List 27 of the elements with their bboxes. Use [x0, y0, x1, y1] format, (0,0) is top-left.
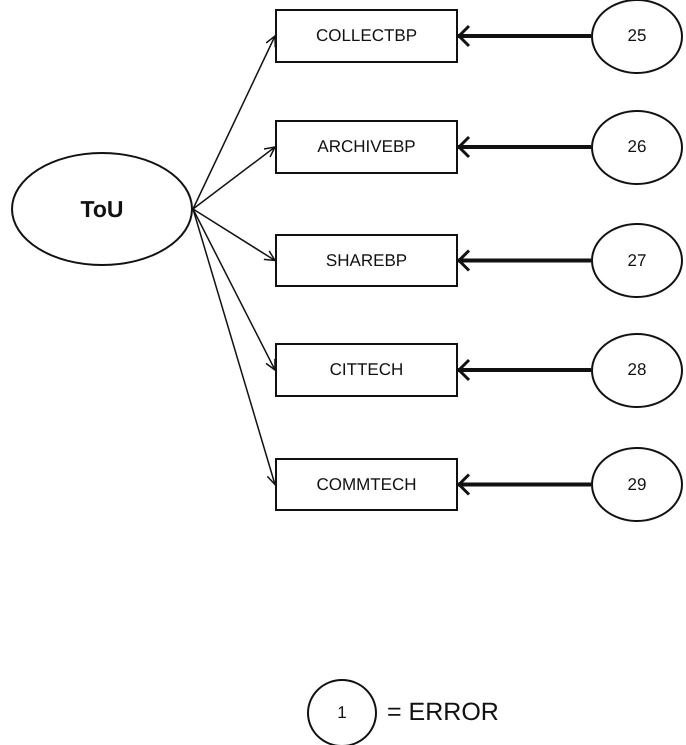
- arrow: [192, 35, 276, 210]
- process-box: [275, 234, 458, 287]
- process-box: [275, 458, 458, 511]
- arrow: [458, 249, 591, 272]
- node-label: COMMTECH: [316, 474, 417, 494]
- process-box: [275, 120, 458, 174]
- arrow: [458, 24, 591, 48]
- node-label: 25: [628, 26, 646, 46]
- node-label: COLLECTBP: [316, 26, 418, 46]
- node-label: SHAREBP: [326, 250, 408, 270]
- node-label: 28: [628, 360, 646, 380]
- key-text: = ERROR: [387, 698, 499, 727]
- arrow: [458, 136, 591, 158]
- node-label: 1: [337, 703, 347, 723]
- node-label: 29: [628, 474, 646, 494]
- node-label: ToU: [80, 196, 124, 222]
- process-box: [275, 343, 458, 397]
- node-label: ARCHIVEBP: [317, 137, 416, 157]
- node-label: CITTECH: [330, 360, 404, 380]
- process-box: [275, 9, 458, 63]
- arrow: [458, 358, 591, 382]
- arrow: [192, 208, 276, 262]
- arrow: [192, 146, 276, 210]
- node-label: 26: [628, 137, 646, 157]
- arrow: [192, 208, 276, 371]
- arrow: [458, 473, 591, 496]
- node-label: 27: [628, 250, 646, 270]
